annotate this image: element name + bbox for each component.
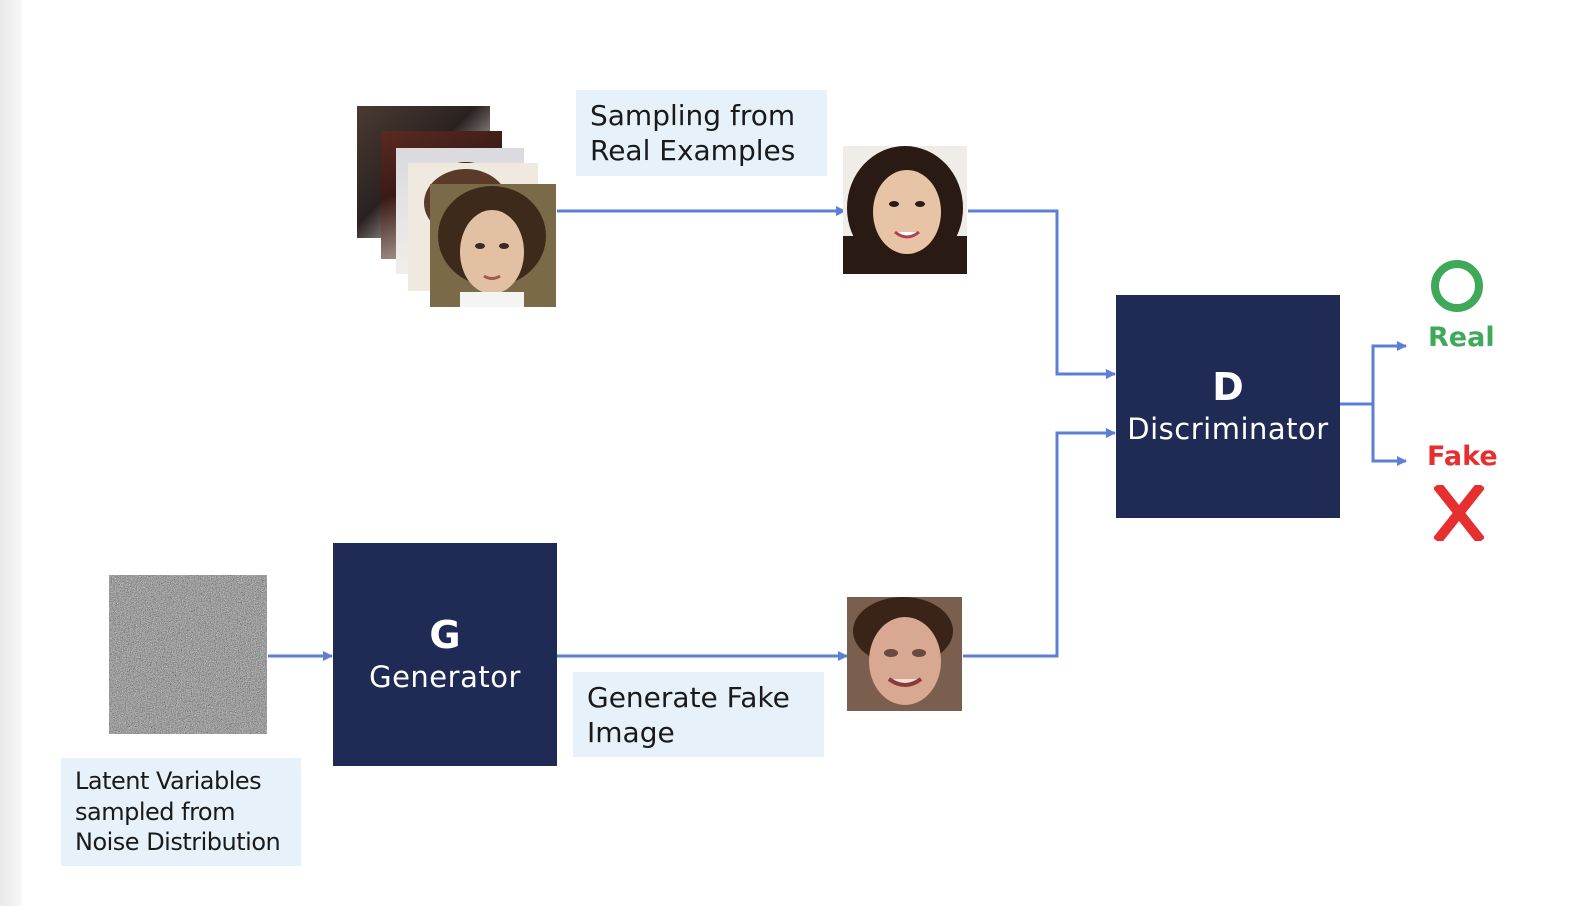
arrow-to-real [1371,341,1407,404]
x-icon [1434,485,1484,541]
latent-label-line-1: Latent Variables [75,767,262,795]
arrow-real-sample-to-discriminator [968,209,1116,379]
generate-fake-label-line-1: Generate Fake [587,681,790,714]
sampling-label: Sampling from Real Examples [576,90,827,176]
generated-fake-face-image [847,597,962,711]
sampling-label-line-1: Sampling from [590,99,796,132]
circle-icon [1431,260,1483,312]
discriminator-block: D Discriminator [1116,295,1340,518]
arrow-to-fake [1371,404,1407,466]
generator-name: Generator [369,660,521,695]
latent-label-line-3: Noise Distribution [75,828,281,857]
left-margin-strip [0,0,22,906]
generator-letter: G [429,612,461,657]
arrow-fake-image-to-discriminator [963,428,1116,658]
sampled-real-face-image [843,146,967,274]
discriminator-letter: D [1212,364,1244,409]
sampling-label-line-2: Real Examples [590,134,796,167]
generator-block: G Generator [333,543,557,766]
latent-label-line-2: sampled from [75,797,235,826]
fake-output-label: Fake [1427,441,1498,472]
generate-fake-label: Generate Fake Image [573,672,824,757]
latent-variables-label: Latent Variables sampled from Noise Dist… [61,758,301,866]
generate-fake-label-line-2: Image [587,716,675,749]
noise-image [109,575,267,734]
real-example-image-front [430,184,556,307]
real-output-label: Real [1428,322,1495,353]
discriminator-name: Discriminator [1127,412,1329,447]
